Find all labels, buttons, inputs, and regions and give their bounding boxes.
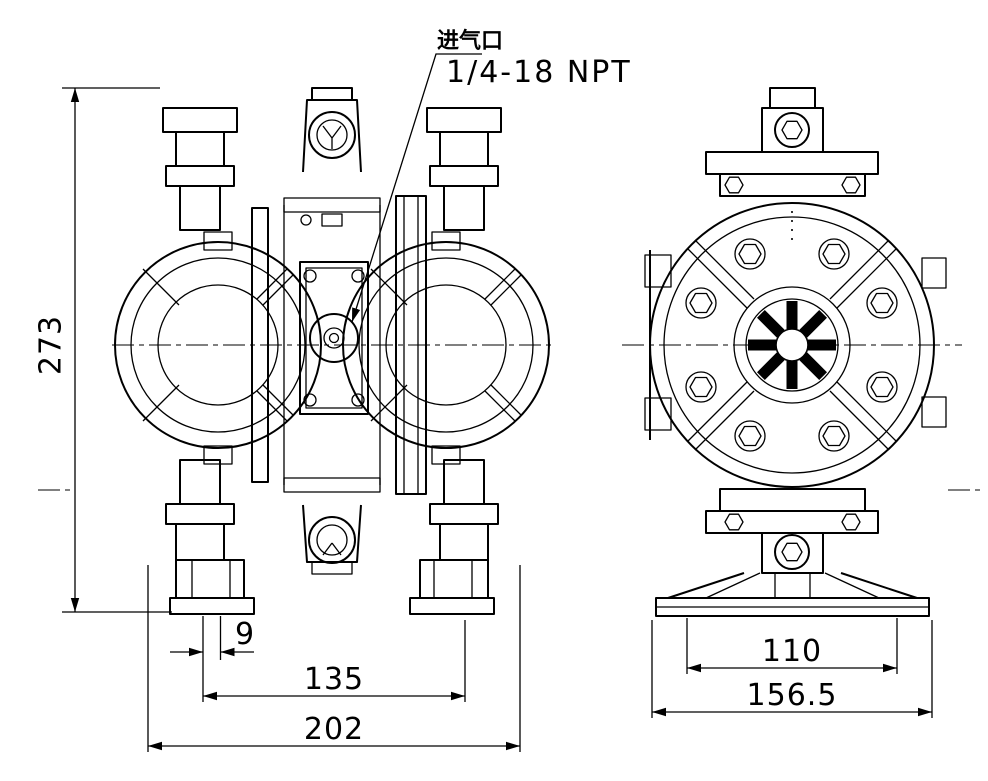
dim-front-foot-span: 135 [202, 620, 466, 702]
front-bottom-clamp [302, 504, 362, 575]
front-top-clamp [302, 87, 362, 173]
dim-foot-offset: 9 [170, 616, 255, 660]
inlet-callout: 进气口 1/4-18 NPT [351, 28, 632, 323]
side-hub-star [748, 301, 836, 389]
side-view [644, 87, 947, 617]
dim-side-overall-width: 156.5 [651, 620, 933, 718]
front-foot-right [409, 559, 495, 615]
dim-side-overall-width-value: 156.5 [747, 678, 838, 713]
centerlines [38, 202, 980, 491]
side-top-stack [705, 87, 879, 197]
front-chamber-right [342, 231, 550, 465]
side-bottom-stack [655, 488, 930, 617]
inlet-callout-thread: 1/4-18 NPT [446, 55, 632, 90]
front-chamber-left [114, 231, 322, 465]
dim-foot-offset-value: 9 [235, 617, 255, 652]
front-top-flange-right [426, 107, 502, 231]
dim-front-height-value: 273 [34, 315, 69, 375]
front-view [114, 87, 550, 615]
dim-front-height: 273 [34, 87, 172, 613]
front-top-flange-left [162, 107, 238, 231]
dim-side-foot-span-value: 110 [762, 634, 822, 669]
side-housing [644, 202, 947, 488]
front-bottom-flange-right [429, 459, 499, 561]
dim-side-foot-span: 110 [686, 618, 898, 674]
dim-front-overall-width: 202 [147, 565, 521, 752]
dim-front-overall-width-value: 202 [304, 712, 364, 747]
front-center-body [251, 195, 427, 495]
front-foot-left [169, 559, 255, 615]
front-air-inlet-port [309, 313, 359, 363]
dim-front-foot-span-value: 135 [304, 662, 364, 697]
front-bottom-flange-left [165, 459, 235, 561]
side-hex-bolts [685, 238, 898, 452]
inlet-callout-label: 进气口 [437, 28, 503, 54]
